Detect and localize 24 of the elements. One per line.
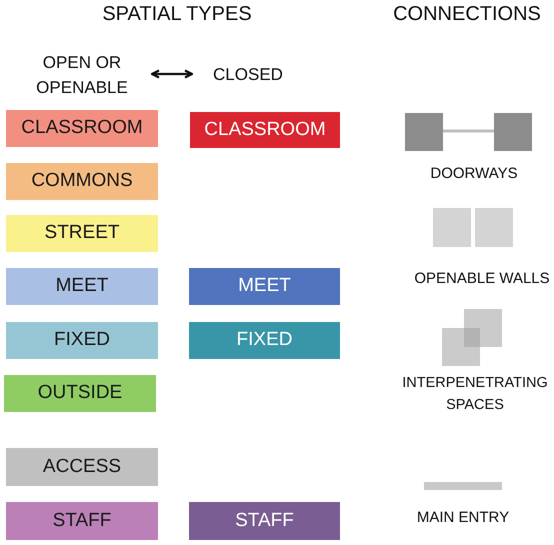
space-type-block: ACCESS (6, 448, 158, 486)
caption: DOORWAYS (430, 165, 518, 183)
caption: INTERPENETRATING SPACES (401, 374, 549, 415)
column-label: CLOSED (192, 63, 304, 88)
section-heading: SPATIAL TYPES (102, 2, 252, 26)
space-type-block: MEET (189, 268, 340, 305)
caption: MAIN ENTRY (416, 509, 510, 527)
space-type-block: MEET (6, 268, 158, 305)
room-square (494, 113, 532, 151)
caption: OPENABLE WALLS (414, 270, 550, 288)
space-type-block: CLASSROOM (190, 112, 340, 148)
room-square (405, 113, 443, 151)
space-type-block: STREET (6, 215, 158, 252)
space-type-block: OUTSIDE (4, 375, 156, 412)
space-type-block: CLASSROOM (6, 110, 158, 147)
space-type-block: FIXED (6, 322, 158, 359)
column-label: OPEN OR OPENABLE (12, 50, 152, 100)
space-type-block: STAFF (189, 502, 340, 540)
space-type-block: COMMONS (6, 163, 158, 200)
space-type-block: FIXED (189, 322, 340, 359)
double-arrow (150, 69, 194, 79)
space-type-block: STAFF (6, 502, 158, 540)
section-heading: CONNECTIONS (393, 2, 541, 26)
connector-line (443, 130, 494, 132)
